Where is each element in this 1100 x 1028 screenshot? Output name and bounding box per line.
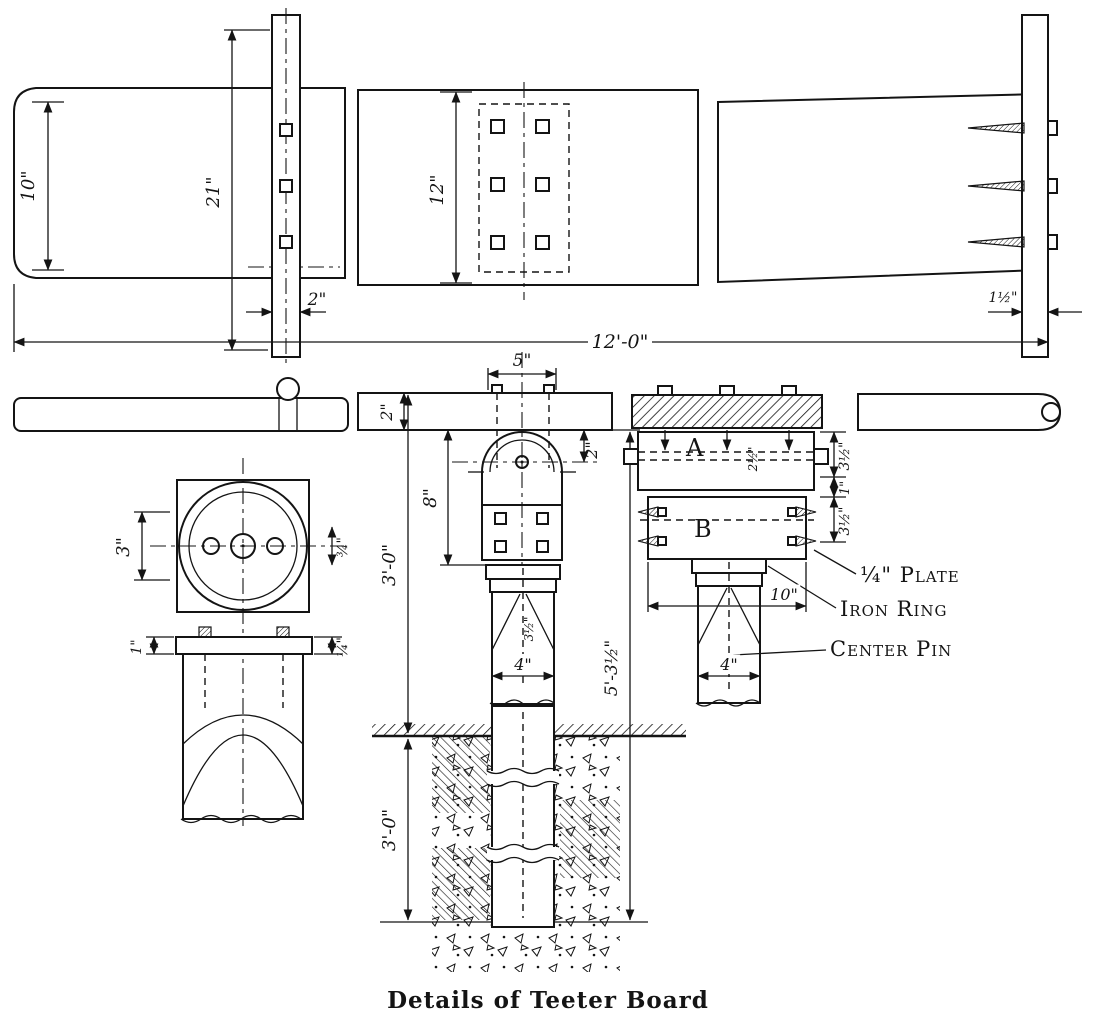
dim-plank-width: 10" [18,170,39,201]
dim-post-above-ground: 3'-0" [379,544,400,586]
dim-post-total: 5'-3½" [602,640,622,696]
label-iron-ring: Iron Ring [840,597,948,621]
label-section-b: B [694,515,712,543]
dim-mid-plank-width: 12" [427,174,448,205]
overall-length-dimension: 12'-0" [13,284,1049,353]
board-section-hatched [631,394,823,429]
dim-cap-plate: ¼" [335,637,351,657]
drawing-caption: Details of Teeter Board [387,987,709,1014]
dim-pin-drop: 2" [582,441,601,460]
pivot-elevation-center: 2" 5" 2" 8" [357,351,613,707]
dim-upright-length: 21" [203,176,224,208]
dim-bracket-lower: 3½" [837,507,853,536]
dim-pin-bolt: 2½" [746,447,760,473]
top-left-plank-view: 10" 21" 2" [13,8,346,366]
pivot-section-right: A 2½" B 3½" 1" 3½" ¼" Plate Iron Ring [623,385,960,707]
side-view-left-board [13,377,349,432]
label-center-pin: Center Pin [830,637,952,661]
hub-top-view: 3" ¾" [113,458,351,826]
dim-upright-width: 2" [307,290,327,310]
dim-bracket-upper: 3½" [837,442,853,471]
dim-cap-thickness: 1" [129,639,145,654]
label-plate: ¼" Plate [860,563,960,587]
post-above-ground-dimension: 3'-0" [379,394,413,734]
dim-post-size-right: 4" [719,655,738,674]
dim-post-below-ground: 3'-0" [379,809,400,851]
side-view-right-board [857,393,1062,431]
dim-plank-thickness: 2" [377,403,396,422]
dim-post-size-center: 4" [513,655,532,674]
dim-bracket-width: 10" [770,585,798,604]
top-right-plank-view: 1½" [717,14,1082,358]
label-section-a: A [685,434,704,462]
top-middle-plank-view: 12" [357,82,699,300]
dim-overall-length: 12'-0" [592,331,649,353]
dim-bracket-gap: 1" [838,481,853,495]
dim-pin-depth: 3½" [522,617,536,642]
foundation-section: 3'-0" 5'-3½" [372,429,686,972]
dim-end-bar-width: 1½" [989,290,1018,306]
dim-hub-hole: ¾" [335,537,351,557]
bracket-b [647,496,807,560]
dim-saddle-height: 8" [420,488,441,508]
dim-hub-bore: 3" [113,537,134,557]
hub-side-view: 1" ¼" [129,626,351,824]
